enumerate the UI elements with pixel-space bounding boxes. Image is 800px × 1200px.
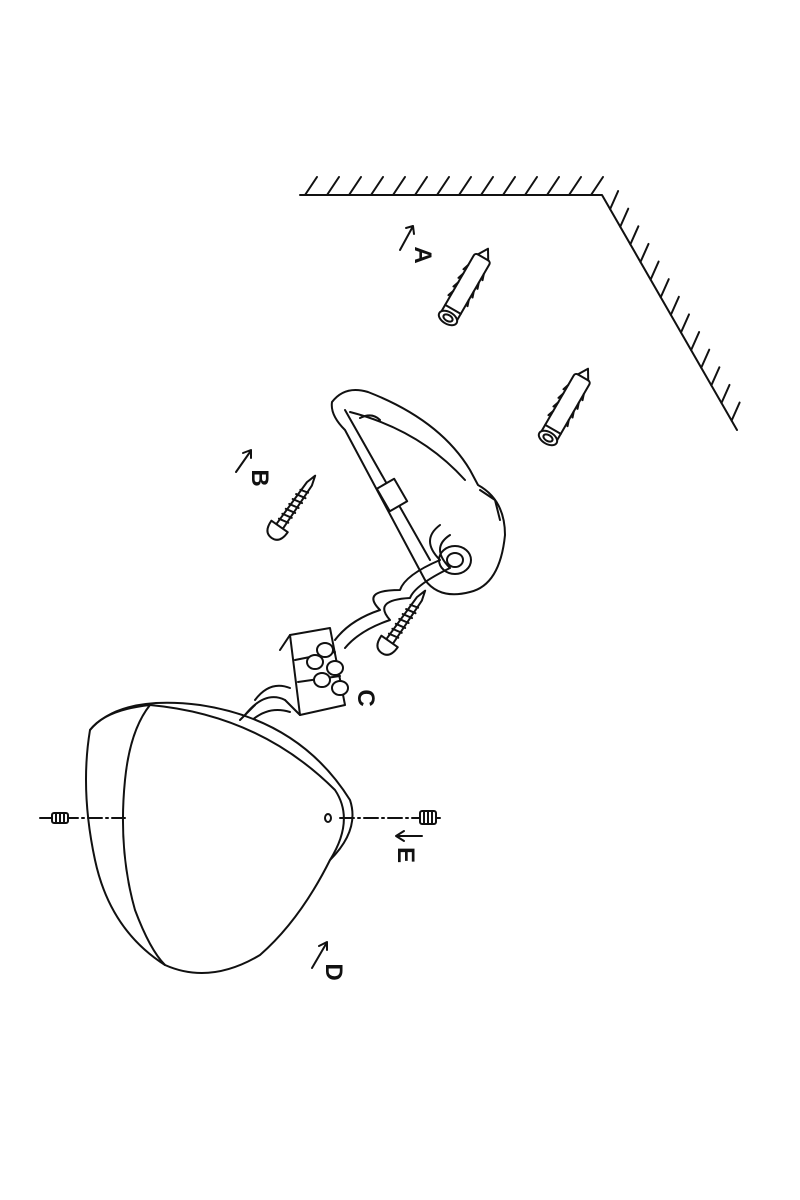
wall-hatch (629, 225, 640, 246)
wall-hatch (480, 176, 494, 196)
wall-hatch (524, 176, 538, 196)
wall-hatch (659, 278, 670, 299)
wall-hatch (720, 383, 731, 404)
wall-hatch (568, 176, 582, 196)
label-e: E (392, 847, 419, 863)
wall-hatch (669, 295, 680, 316)
arrow-b (235, 449, 252, 473)
arrow-e (395, 830, 423, 842)
wall-hatch (326, 176, 340, 196)
arrow-a (399, 225, 415, 251)
wall-corner (299, 176, 741, 431)
wall-plug-upper (437, 247, 491, 327)
label-a: A (409, 246, 436, 263)
power-cable (334, 524, 451, 649)
wall-hatch (414, 176, 428, 196)
wall-hatch (304, 176, 318, 196)
wall-hatch (649, 260, 660, 281)
label-b: B (246, 469, 273, 486)
screw-lower (376, 589, 427, 656)
arrow-d (311, 941, 328, 969)
wall-hatch (730, 401, 741, 422)
mounting-bracket (330, 389, 506, 596)
wall-hatch (458, 176, 472, 196)
wall-hatch (690, 331, 701, 352)
lamp-shade (85, 701, 354, 974)
wall-hatch (710, 366, 721, 387)
wall-hatch (392, 176, 406, 196)
wall-hatch (609, 190, 620, 211)
wall-hatch (546, 176, 560, 196)
screw-upper (266, 474, 317, 541)
wall-hatch (436, 176, 450, 196)
wall-hatch (679, 313, 690, 334)
wall-hatch (370, 176, 384, 196)
wall-hatch (619, 207, 630, 228)
wall-hatch (590, 176, 604, 196)
wall-plug-lower (537, 367, 591, 447)
wall-hatch (502, 176, 516, 196)
wall-hatch (700, 348, 711, 369)
wall-hatch (348, 176, 362, 196)
terminal-block (244, 627, 349, 723)
set-screws (39, 810, 441, 825)
label-c: C (352, 689, 379, 706)
wall-hatch (639, 242, 650, 263)
label-d: D (320, 963, 347, 980)
